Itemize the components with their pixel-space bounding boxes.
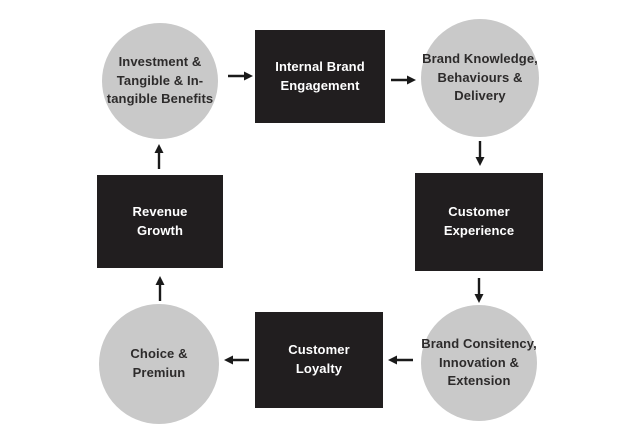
node-choice-premium: Choice & Premiun [99,304,219,424]
node-brand-knowledge: Brand Knowledge, Behaviours & Delivery [421,19,539,137]
node-internal-brand-engagement-label: Internal Brand Engagement [275,58,365,93]
node-revenue-growth: Revenue Growth [97,175,223,268]
node-brand-consistency: Brand Consitency, Innovation & Extension [421,305,537,421]
node-revenue-growth-label: Revenue Growth [132,203,188,238]
node-brand-knowledge-label: Brand Knowledge, Behaviours & Delivery [422,50,538,104]
node-internal-brand-engagement: Internal Brand Engagement [255,30,385,123]
node-investment-benefits: Investment & Tangible & In- tangible Ben… [102,23,218,139]
node-investment-benefits-label: Investment & Tangible & In- tangible Ben… [106,53,214,107]
node-brand-consistency-label: Brand Consitency, Innovation & Extension [421,335,537,389]
node-choice-premium-label: Choice & Premiun [130,346,188,380]
node-customer-loyalty: Customer Loyalty [255,312,383,408]
node-customer-loyalty-label: Customer Loyalty [288,342,350,376]
node-customer-experience: Customer Experience [415,173,543,271]
node-customer-experience-label: Customer Experience [443,204,515,238]
